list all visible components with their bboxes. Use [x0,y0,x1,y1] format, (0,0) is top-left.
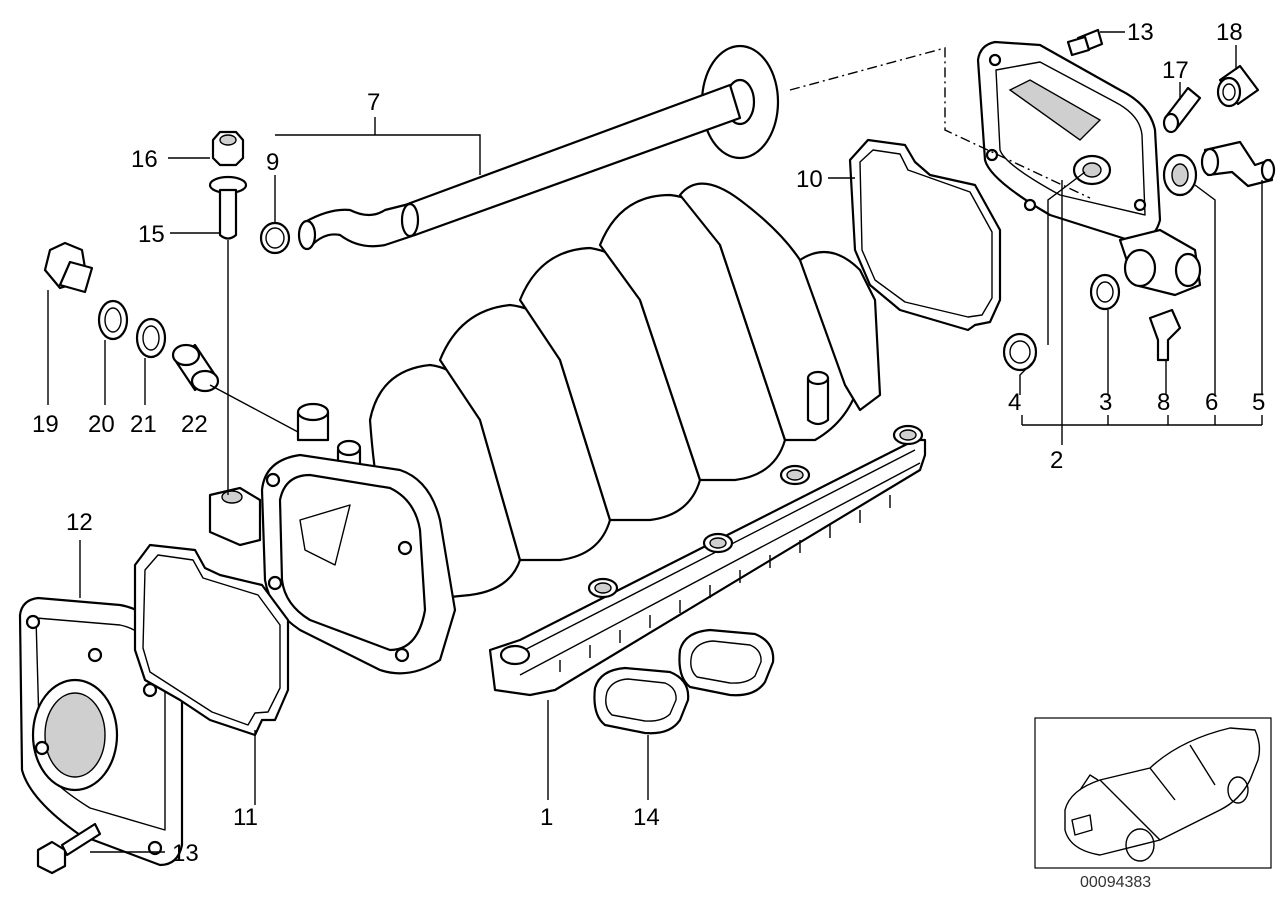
nut-16 [211,130,245,167]
sleeve-17 [1162,86,1202,134]
label-18: 18 [1216,19,1243,46]
bolt-13-top [1066,28,1104,57]
label-7: 7 [367,89,380,116]
ring-21 [135,317,167,359]
label-13-bottom: 13 [172,840,199,867]
label-10: 10 [796,166,823,193]
label-20: 20 [88,411,115,438]
port-gaskets-14 [593,628,775,735]
ring-3 [1089,273,1121,311]
clip-8 [1148,308,1182,362]
part-labels: 1 2 3 4 5 6 7 8 9 10 11 12 13 13 14 15 1… [32,19,1265,867]
leader-lines [47,31,1263,853]
label-6: 6 [1205,389,1218,416]
label-3: 3 [1099,389,1112,416]
ring-20 [97,299,129,341]
vent-pipe-assembly [297,44,780,251]
label-16: 16 [131,146,158,173]
label-22: 22 [181,411,208,438]
label-19: 19 [32,411,59,438]
elbow-fitting-5 [1200,140,1276,188]
label-9: 9 [266,149,279,176]
plug-19 [43,241,94,294]
image-code: 00094383 [1080,874,1151,891]
label-5: 5 [1252,389,1265,416]
gasket-11 [133,543,290,737]
cover-plate-2 [976,40,1202,297]
label-17: 17 [1162,57,1189,84]
grommet-6 [1162,153,1198,197]
label-4: 4 [1008,389,1021,416]
label-12: 12 [66,509,93,536]
label-14: 14 [633,804,660,831]
sleeve-18 [1216,64,1260,108]
ring-4 [1002,332,1038,372]
gasket-10 [848,138,1002,332]
label-21: 21 [130,411,157,438]
car-thumbnail: 00094383 [1034,717,1272,891]
stud-15 [208,175,248,240]
bolt-13-bottom [36,822,102,875]
intake-manifold [208,182,927,697]
label-2: 2 [1050,447,1063,474]
label-13-top: 13 [1127,19,1154,46]
label-8: 8 [1157,389,1170,416]
label-1: 1 [540,804,553,831]
o-ring-9 [259,221,291,255]
label-15: 15 [138,221,165,248]
label-11: 11 [233,804,258,831]
sleeve-22 [171,343,220,393]
